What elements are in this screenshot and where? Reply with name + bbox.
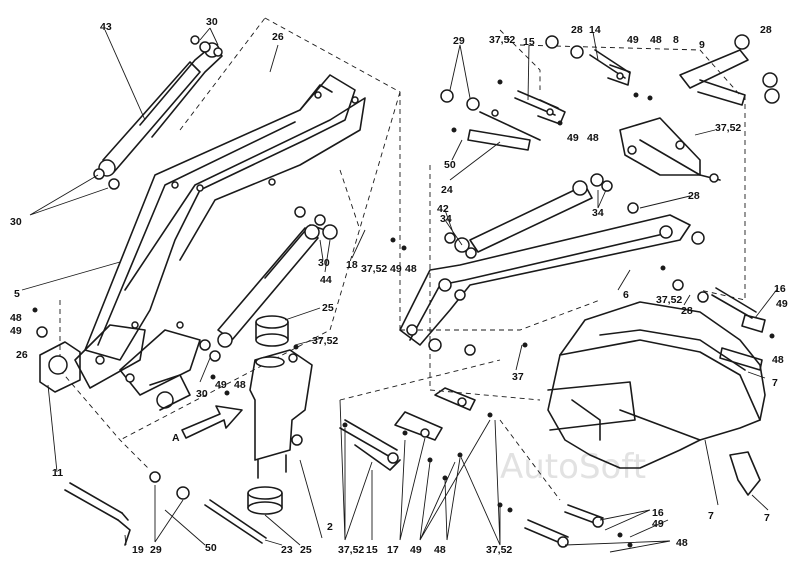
label-25: 25 [300,544,312,556]
lift-cylinder-43 [93,35,223,190]
watermark: AutoSoft [500,447,646,487]
label-2: 2 [327,521,333,533]
label-15: 15 [523,36,535,48]
label-48: 48 [772,354,784,366]
label-11: 11 [52,467,63,479]
label-23: 23 [281,544,293,556]
bracket-11 [36,326,191,411]
label-37-52: 37,52 [486,544,512,556]
label-28: 28 [681,305,693,317]
label-a: A [172,432,180,444]
label-49: 49 [652,518,664,530]
label-49: 49 [567,132,579,144]
label-37: 37 [512,371,524,383]
label-28: 28 [688,190,700,202]
label-29: 29 [453,35,465,47]
label-37-52: 37,52 [361,263,387,275]
label-28: 28 [760,24,772,36]
assembly-lines [59,17,746,501]
label-48: 48 [676,537,688,549]
label-49: 49 [390,263,402,275]
label-37-52: 37,52 [656,294,682,306]
label-15: 15 [366,544,378,556]
label-19: 19 [132,544,144,556]
label-30: 30 [10,216,22,228]
label-42: 42 [437,203,449,215]
label-48: 48 [587,132,599,144]
label-30: 30 [206,16,218,28]
label-26: 26 [272,31,284,43]
label-49: 49 [215,379,227,391]
label-17: 17 [387,544,399,556]
label-48: 48 [434,544,446,556]
label-49: 49 [10,325,22,337]
label-14: 14 [589,24,601,36]
label-7: 7 [764,512,770,524]
label-48: 48 [405,263,417,275]
label-50: 50 [444,159,456,171]
label-26: 26 [16,349,28,361]
label-43: 43 [100,21,112,33]
cylinder-42 [444,173,613,259]
label-5: 5 [14,288,20,300]
boom-5 [74,74,366,396]
label-24: 24 [441,184,453,196]
label-48: 48 [650,34,662,46]
label-18: 18 [346,259,358,271]
label-48: 48 [234,379,246,391]
label-37-52: 37,52 [312,335,338,347]
bracket-8 [619,117,721,183]
label-16: 16 [774,283,786,295]
label-34: 34 [592,207,604,219]
label-30: 30 [318,257,330,269]
label-9: 9 [699,39,705,51]
pins-14-15 [440,35,631,125]
lower-pins [64,387,476,546]
leader-lines [21,27,779,553]
label-37-52: 37,52 [338,544,364,556]
label-28: 28 [571,24,583,36]
bracket-9 [679,34,780,106]
label-49: 49 [627,34,639,46]
pins-16 [524,504,604,548]
label-25: 25 [322,302,334,314]
pivot-column-2 [247,315,313,515]
label-48: 48 [10,312,22,324]
arm-6 [399,202,757,356]
part-labels: 43 30 26 30 5 48 49 26 11 30 49 48 25 37… [10,16,788,556]
label-6: 6 [623,289,629,301]
label-8: 8 [673,34,679,46]
label-49: 49 [776,298,788,310]
pin-24 [467,109,541,151]
label-7: 7 [772,377,778,389]
label-30: 30 [196,388,208,400]
label-44: 44 [320,274,332,286]
label-16: 16 [652,507,664,519]
tilt-cylinder-44 [199,206,338,362]
label-37-52: 37,52 [715,122,741,134]
view-arrow-a [181,405,243,439]
label-34: 34 [440,213,452,225]
label-49: 49 [410,544,422,556]
label-29: 29 [150,544,162,556]
label-7: 7 [708,510,714,522]
bucket-7 [547,301,766,496]
label-37-52: 37,52 [489,34,515,46]
label-50: 50 [205,542,217,554]
